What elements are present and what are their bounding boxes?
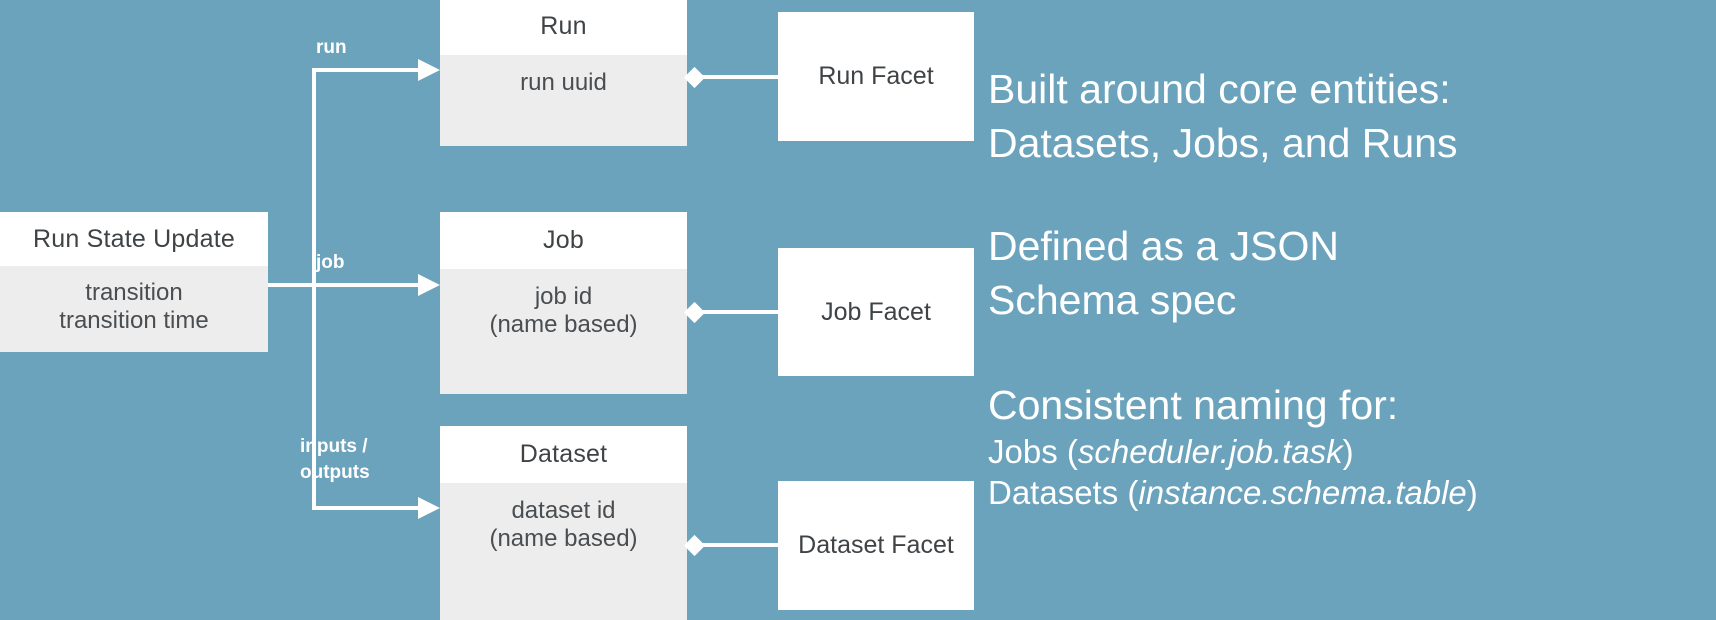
attribute-line: (name based) bbox=[489, 525, 638, 553]
attribute-line: run uuid bbox=[520, 69, 607, 96]
entity-run-state-update-title: Run State Update bbox=[0, 212, 268, 266]
edge-label-job: job bbox=[316, 252, 345, 273]
note-datasets-prefix: Datasets ( bbox=[988, 474, 1139, 511]
connector-job-branch bbox=[312, 283, 422, 287]
facet-run[interactable]: Run Facet bbox=[778, 12, 974, 141]
entity-run-title: Run bbox=[440, 0, 687, 55]
note-datasets-pattern: instance.schema.table bbox=[1138, 474, 1467, 511]
entity-job-title: Job bbox=[440, 212, 687, 269]
note-jobs-prefix: Jobs ( bbox=[988, 433, 1078, 470]
note-jobs-suffix: ) bbox=[1342, 433, 1354, 470]
entity-run-state-update[interactable]: Run State Update transition transition t… bbox=[0, 212, 268, 352]
note-json-schema: Defined as a JSON Schema spec bbox=[988, 223, 1339, 324]
attribute-line: job id bbox=[534, 283, 593, 310]
attribute-line: transition bbox=[85, 279, 183, 306]
attribute-line: transition time bbox=[59, 307, 209, 335]
arrowhead-run bbox=[418, 59, 440, 81]
connector-source-stub bbox=[268, 283, 316, 287]
entity-dataset-attributes: dataset id (name based) bbox=[440, 483, 687, 620]
entity-job-attributes: job id (name based) bbox=[440, 269, 687, 394]
attribute-line: (name based) bbox=[489, 311, 638, 339]
connector-job-facet bbox=[700, 310, 782, 314]
arrowhead-dataset bbox=[418, 497, 440, 519]
entity-dataset-title: Dataset bbox=[440, 426, 687, 483]
entity-run-attributes: run uuid bbox=[440, 55, 687, 146]
edge-label-run: run bbox=[316, 37, 347, 58]
entity-job[interactable]: Job job id (name based) bbox=[440, 212, 687, 394]
connector-dataset-branch bbox=[312, 506, 422, 510]
note-jobs-naming: Jobs (scheduler.job.task) bbox=[988, 432, 1708, 472]
connector-dataset-facet bbox=[700, 543, 782, 547]
edge-label-inputs-outputs: inputs / outputs bbox=[300, 436, 370, 483]
entity-dataset[interactable]: Dataset dataset id (name based) bbox=[440, 426, 687, 620]
arrowhead-job bbox=[418, 274, 440, 296]
attribute-line: dataset id bbox=[511, 497, 616, 524]
note-datasets-suffix: ) bbox=[1466, 474, 1478, 511]
note-jobs-pattern: scheduler.job.task bbox=[1077, 433, 1343, 470]
entity-run[interactable]: Run run uuid bbox=[440, 0, 687, 146]
connector-run-branch bbox=[312, 68, 422, 72]
connector-run-facet bbox=[700, 75, 782, 79]
note-core-entities: Built around core entities: Datasets, Jo… bbox=[988, 66, 1458, 167]
facet-job[interactable]: Job Facet bbox=[778, 248, 974, 376]
entity-run-state-update-attributes: transition transition time bbox=[0, 266, 268, 352]
note-datasets-naming: Datasets (instance.schema.table) bbox=[988, 473, 1716, 513]
facet-dataset[interactable]: Dataset Facet bbox=[778, 481, 974, 610]
connector-trunk bbox=[312, 68, 316, 510]
note-consistent-naming-heading: Consistent naming for: bbox=[988, 382, 1399, 428]
